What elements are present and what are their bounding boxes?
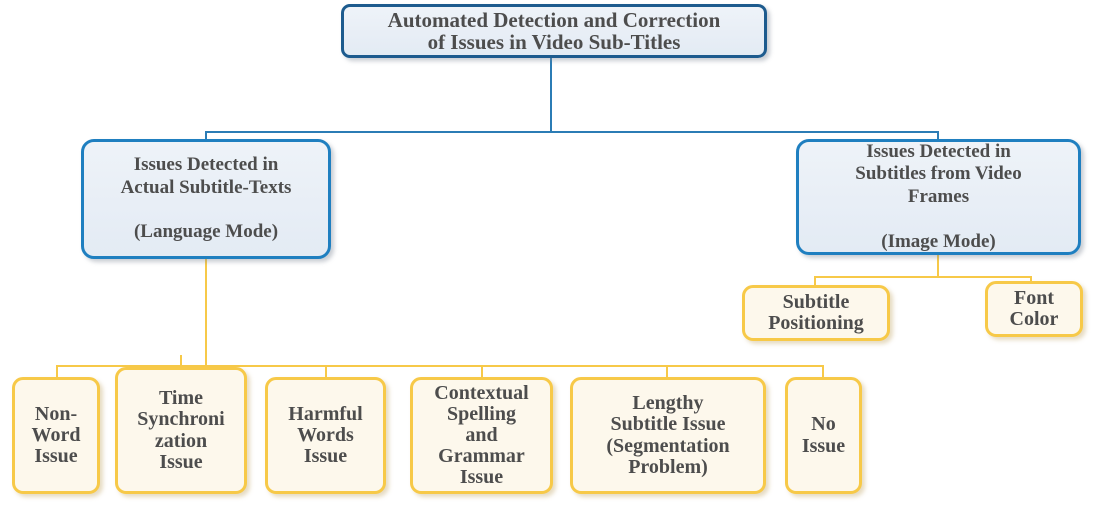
connector-image-stem bbox=[937, 255, 939, 277]
connector-language-stem bbox=[205, 259, 207, 367]
connector-leaf-drop-harmful bbox=[325, 365, 327, 377]
node-subtitle-positioning[interactable]: Subtitle Positioning bbox=[742, 285, 890, 341]
node-root[interactable]: Automated Detection and Correction of Is… bbox=[341, 4, 767, 58]
node-non-word-issue[interactable]: Non- Word Issue bbox=[12, 377, 100, 494]
node-no-issue[interactable]: No Issue bbox=[785, 377, 862, 494]
connector-root-stem bbox=[550, 57, 552, 133]
connector-level2-bar bbox=[205, 131, 938, 133]
connector-left-branch-drop bbox=[205, 131, 207, 140]
node-language-mode[interactable]: Issues Detected in Actual Subtitle-Texts… bbox=[81, 139, 331, 259]
connector-leaf-drop-subtitle-positioning bbox=[814, 276, 816, 285]
node-font-color[interactable]: Font Color bbox=[985, 281, 1083, 337]
connector-image-leaf-bar bbox=[814, 276, 1032, 278]
connector-leaf-drop-contextual bbox=[481, 365, 483, 377]
connector-leaf-drop-lengthy bbox=[666, 365, 668, 377]
connector-leaf-drop-non-word bbox=[56, 365, 58, 377]
node-lengthy-subtitle-issue[interactable]: Lengthy Subtitle Issue (Segmentation Pro… bbox=[570, 377, 766, 494]
node-harmful-words-issue[interactable]: Harmful Words Issue bbox=[265, 377, 386, 494]
node-contextual-spelling-and-grammar-issue[interactable]: Contextual Spelling and Grammar Issue bbox=[410, 377, 553, 494]
node-time-synchronization-issue[interactable]: Time Synchroni zation Issue bbox=[115, 367, 247, 494]
node-image-mode[interactable]: Issues Detected in Subtitles from Video … bbox=[796, 139, 1081, 255]
connector-right-branch-drop bbox=[937, 131, 939, 140]
connector-leaf-drop-font-color bbox=[1030, 276, 1032, 285]
connector-leaf-drop-no-issue bbox=[822, 365, 824, 377]
connector-leaf-bar bbox=[56, 365, 823, 367]
connector-leaf-drop-time-sync bbox=[180, 355, 182, 367]
